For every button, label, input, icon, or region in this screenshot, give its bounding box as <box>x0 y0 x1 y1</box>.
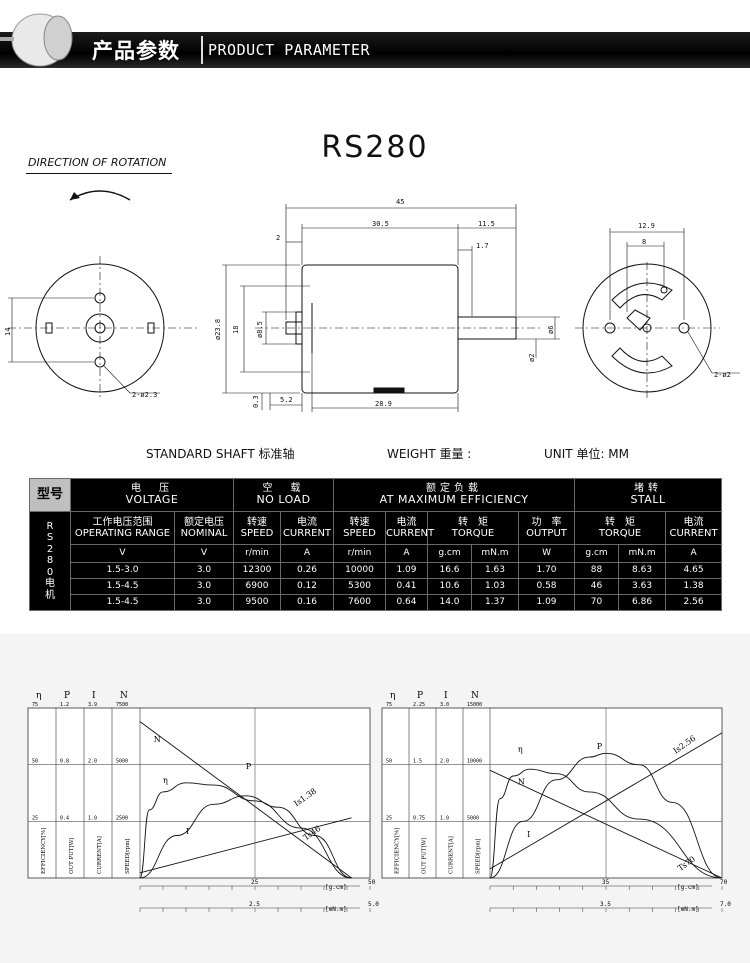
chart-curve-label: P <box>597 742 603 751</box>
chart-tick-label: 5000 <box>467 815 479 821</box>
chart-x-tick-label: 25 <box>251 879 259 886</box>
table-model-header: 型号 <box>29 478 71 512</box>
chart-tick-label: 2500 <box>116 815 128 821</box>
chart-x-tick-label: 70 <box>720 879 728 886</box>
chart-frame <box>27 707 371 879</box>
unit-label: UNIT 单位: MM <box>544 447 630 461</box>
chart-x-unit: [g.cm] <box>677 884 699 891</box>
chart-tick-label: 15000 <box>467 702 482 708</box>
chart-tick-label: 3.9 <box>88 702 97 708</box>
chart-vertical-label: EFFICIENCY[%] <box>41 828 47 874</box>
header-divider <box>201 36 203 64</box>
chart-vertical-label: OUT PUT[W] <box>69 838 75 874</box>
chart-tick-label: 1.5 <box>413 759 422 765</box>
chart-tick-label: 2.0 <box>88 759 97 765</box>
direction-underline <box>26 173 172 174</box>
chart-series-p <box>489 752 723 879</box>
chart-x-tick-label: 7.0 <box>720 901 731 908</box>
header-title-cn: 产品参数 <box>92 39 180 63</box>
chart-series-p <box>139 795 352 879</box>
chart-x-tick-label: 2.5 <box>249 901 260 908</box>
chart-vertical-label: OUT PUT[W] <box>422 838 428 874</box>
chart-curve-label: I <box>527 830 530 839</box>
chart-tick-label: 5000 <box>116 759 128 765</box>
chart-series-eta <box>489 768 723 879</box>
header-bar <box>0 32 750 68</box>
chart-x-tick-label: 50 <box>368 879 376 886</box>
chart-curve-label: I <box>186 827 189 836</box>
chart-tick-label: 0.8 <box>60 759 69 765</box>
chart-series-n <box>489 769 723 879</box>
chart-series-i <box>139 817 352 874</box>
model-title: RS280 <box>321 130 429 165</box>
chart-tick-label: 50 <box>386 759 392 765</box>
chart-curve-label: η <box>518 745 523 754</box>
chart-tick-label: 50 <box>32 759 38 765</box>
chart-x-unit: [g.cm] <box>325 884 347 891</box>
chart-tick-label: 1.0 <box>440 815 449 821</box>
chart-tick-label: 75 <box>32 702 38 708</box>
weight-label: WEIGHT 重量 : <box>387 447 472 461</box>
chart-axis-title: η <box>36 691 41 701</box>
chart-tick-label: 1.0 <box>88 815 97 821</box>
chart-tick-label: 1.2 <box>60 702 69 708</box>
chart-series-eta <box>139 782 352 879</box>
chart-x-tick-label: 5.0 <box>368 901 379 908</box>
chart-curve-label: P <box>246 762 252 771</box>
chart-series-i <box>489 732 723 870</box>
chart-vertical-label: SPEED[rpm] <box>125 838 131 874</box>
chart-axis-title: N <box>120 691 128 701</box>
chart-tick-label: 7500 <box>116 702 128 708</box>
chart-vertical-label: EFFICIENCY[%] <box>395 828 401 874</box>
chart-tick-label: 0.4 <box>60 815 69 821</box>
chart-axis-title: I <box>444 691 448 701</box>
chart-curve-label: N <box>518 778 525 787</box>
chart-curve-label: N <box>154 735 161 744</box>
chart-tick-label: 2.0 <box>440 759 449 765</box>
chart-axis-title: P <box>417 691 423 701</box>
chart-x-unit: [mN.m] <box>325 906 347 913</box>
chart-tick-label: 2.25 <box>413 702 425 708</box>
chart-x-tick-label: 3.5 <box>600 901 611 908</box>
chart-axis-title: P <box>64 691 70 701</box>
chart-tick-label: 25 <box>386 815 392 821</box>
chart-tick-label: 25 <box>32 815 38 821</box>
chart-vertical-label: SPEED[rpm] <box>476 838 482 874</box>
chart-axis-title: η <box>390 691 395 701</box>
chart-x-tick-label: 35 <box>602 879 610 886</box>
chart-frame <box>381 707 723 879</box>
chart-vertical-label: CURRENT[A] <box>97 836 103 874</box>
chart-x-unit: [mN.m] <box>677 906 699 913</box>
standard-shaft-label: STANDARD SHAFT 标准轴 <box>146 447 295 461</box>
direction-label: DIRECTION OF ROTATION <box>28 156 167 169</box>
chart-curve-label: η <box>163 776 168 785</box>
chart-axis-title: N <box>471 691 479 701</box>
chart-axis-title: I <box>92 691 96 701</box>
chart-tick-label: 0.75 <box>413 815 425 821</box>
chart-vertical-label: CURRENT[A] <box>449 836 455 874</box>
chart-tick-label: 75 <box>386 702 392 708</box>
chart-tick-label: 3.0 <box>440 702 449 708</box>
chart-tick-label: 10000 <box>467 759 482 765</box>
header-title-en: PRODUCT PARAMETER <box>208 41 371 59</box>
